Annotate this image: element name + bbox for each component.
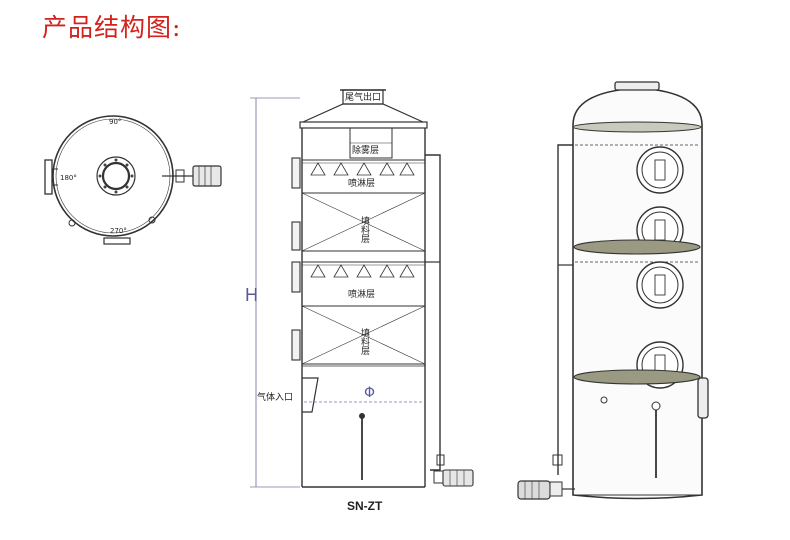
tray-2 [573, 369, 701, 385]
angle-left-label: 180° [60, 174, 77, 182]
packing-layer-2-label: 填料层 [359, 327, 370, 356]
packing-layer-1-label: 填料层 [359, 215, 370, 244]
pump-icon [162, 165, 222, 187]
model-label: SN-ZT [347, 499, 383, 513]
right-inlet [697, 377, 709, 419]
outlet-label: 尾气出口 [345, 91, 381, 103]
tray-1 [573, 239, 701, 255]
spray-nozzles-2 [310, 264, 415, 278]
external-pipe [557, 144, 573, 475]
manholes-side [291, 157, 301, 361]
page-title: 产品结构图: [42, 13, 182, 42]
packing-layer-1 [301, 192, 426, 252]
diameter-symbol: Φ [364, 385, 375, 401]
rendered-view [517, 81, 709, 500]
cone-top [302, 103, 424, 123]
pump-icon [433, 469, 474, 487]
spray-layer-2-label: 喷淋层 [348, 288, 375, 300]
angle-bottom-label: 270° [110, 227, 127, 235]
spray-nozzles-1 [310, 162, 415, 176]
center-flange [96, 156, 136, 196]
pump-icon [517, 480, 575, 500]
spray-layer-1-label: 喷淋层 [348, 177, 375, 189]
angle-top-label: 90° [109, 118, 121, 126]
left-nozzle [44, 159, 53, 195]
height-symbol: H [245, 285, 258, 305]
top-view: 90° 180° 270° [44, 115, 222, 245]
packing-layer-2 [301, 305, 426, 365]
tower-shell [572, 87, 703, 500]
height-dimension [250, 97, 300, 488]
manhole-1 [636, 146, 684, 194]
manhole-3 [636, 261, 684, 309]
mist-layer-label: 除雾层 [352, 144, 379, 156]
bottom-nozzle [103, 237, 131, 245]
recirculation-pipe [425, 154, 441, 471]
inlet-label: 气体入口 [257, 391, 293, 403]
side-view: H 尾气出口 除雾层 喷淋层 填料层 [245, 89, 474, 513]
top-flange [614, 81, 660, 91]
inlet-duct [302, 377, 319, 413]
